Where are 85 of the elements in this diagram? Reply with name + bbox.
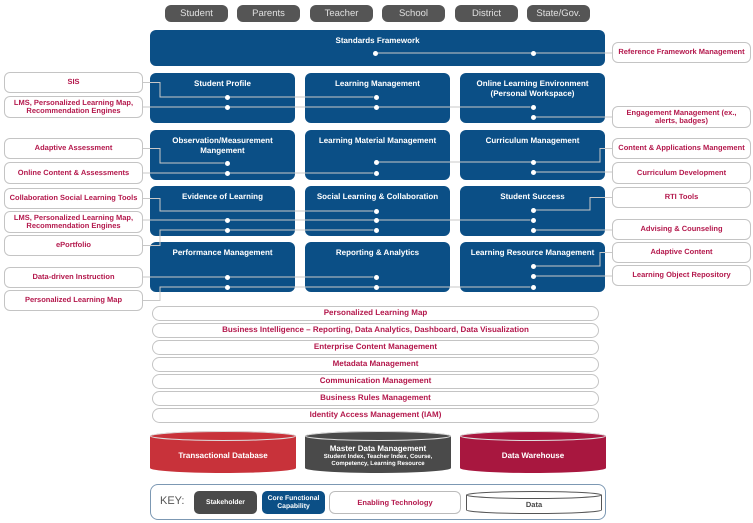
connection-dot [530,218,536,222]
legend-title: KEY: [160,495,184,507]
connection-dot [374,228,378,232]
connection-dot [530,104,536,110]
connection-dot [224,170,230,176]
enabling-technology-bar: Enterprise Content Management [152,340,599,355]
connection-dot [374,284,378,290]
leader-line [378,148,612,162]
capability-box [305,130,450,180]
leader-line [535,116,612,118]
stakeholder-pill: State/Gov. [527,5,590,22]
leader-line [142,148,225,164]
capability-box [305,73,450,123]
connection-dot [530,228,536,232]
leader-line [142,230,374,246]
leader-line [377,52,612,54]
stakeholder-pill: Student [165,5,228,22]
connection-dot [224,284,230,290]
cylinder-title: Transactional Database [177,451,269,461]
capability-title: Student Success [499,192,566,202]
connection-dot [374,208,378,214]
leader-line [142,172,374,174]
enabling-technology-bar: Business Rules Management [152,391,599,406]
enabling-technology-bar: Personalized Learning Map [152,306,599,321]
connection-dot [224,104,230,110]
connection-dot [224,228,230,232]
connection-dot [530,274,536,278]
leader-line [142,106,531,108]
capability-title: Social Learning & Collaboration [316,192,440,202]
connection-dot [374,218,378,222]
capability-box [150,186,295,236]
stakeholder-pill: Teacher [310,5,373,22]
enabling-technology-bar: Identity Access Management (IAM) [152,408,599,423]
capability-title: Learning Management [334,79,421,89]
enabling-technology-bar: Business Intelligence – Reporting, Data Analytics, Dashboard, Data Visualization [152,323,599,338]
capability-title: Student Profile [193,79,252,89]
leader-line [535,197,612,210]
connection-dot [224,218,230,222]
capability-title: Observation/Measurement Mangement [171,136,274,156]
capability-title: Online Learning Environment (Personal Workspace) [475,79,590,99]
capability-box [460,73,605,123]
connection-dot [530,264,536,268]
connection-dot [530,208,536,212]
capability-title: Reporting & Analytics [334,248,420,258]
connection-dot [530,160,536,164]
connection-dot [374,94,378,100]
connection-dot [224,274,230,280]
stakeholder-pill: Parents [237,5,300,22]
connection-dot [530,114,536,120]
connection-dot [374,160,378,164]
capability-box [460,130,605,180]
cylinder-title: Master Data Management [328,444,428,454]
capability-box [150,73,295,123]
capability-box [150,30,605,66]
cylinder-title: Data Warehouse [500,451,566,461]
capability-box [305,242,450,292]
connection-dot [530,284,536,290]
connection-dot [374,274,378,280]
leader-line [142,286,531,301]
capability-box [305,186,450,236]
capability-title: Performance Management [171,248,274,258]
stakeholder-pill: District [455,5,518,22]
capability-box [460,186,605,236]
capability-title: Learning Resource Management [470,248,596,258]
capability-title: Learning Material Management [318,136,438,146]
leader-line [535,252,612,266]
connection-dot [224,94,230,100]
leader-line [142,198,374,212]
capability-box [150,130,295,180]
connection-dot [374,170,378,176]
connection-dot [374,104,378,110]
enabling-technology-bar: Communication Management [152,374,599,389]
capability-box [150,242,295,292]
leader-line [142,276,374,278]
capability-box [460,242,605,292]
connection-dot [224,160,230,166]
connection-dot [530,50,536,56]
stakeholder-pill: School [382,5,445,22]
capability-title: Curriculum Management [484,136,580,146]
capability-title: Standards Framework [334,36,421,46]
connection-dot [372,50,378,56]
connection-dot [530,170,536,174]
enabling-technology-bar: Metadata Management [152,357,599,372]
leader-line [142,82,374,98]
capability-title: Evidence of Learning [181,192,264,202]
